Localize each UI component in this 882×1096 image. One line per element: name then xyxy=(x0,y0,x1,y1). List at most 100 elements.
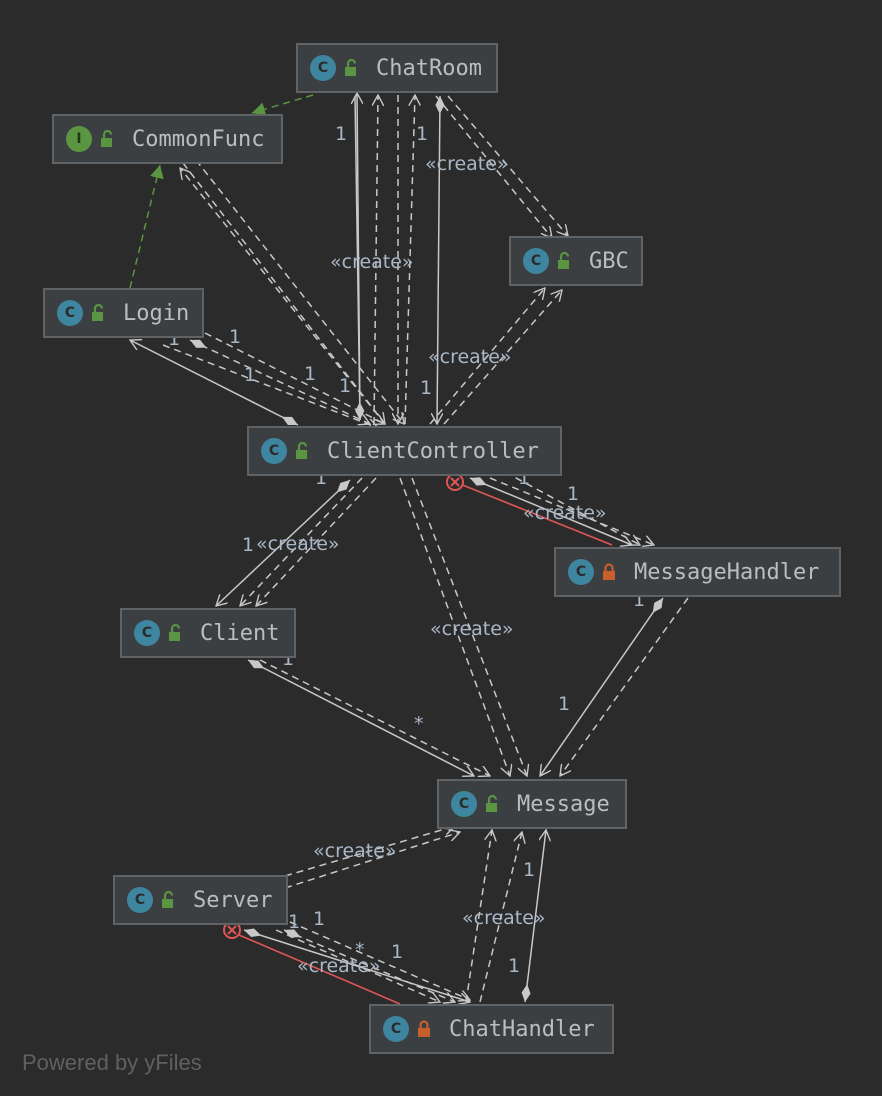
association-edge xyxy=(216,479,351,606)
multiplicity-label: 1 xyxy=(508,955,520,977)
realization-edge xyxy=(251,94,314,117)
node-name: ChatHandler xyxy=(449,1016,595,1042)
association-edge xyxy=(479,832,522,1003)
node-server[interactable]: C Server xyxy=(113,875,288,925)
association-edge xyxy=(437,95,440,424)
class-icon: C xyxy=(261,438,287,464)
multiplicity-label: 1 xyxy=(558,693,570,715)
private-lock-icon xyxy=(598,561,620,583)
node-name: Message xyxy=(517,791,610,817)
create-label: «create» xyxy=(297,955,381,977)
association-edge xyxy=(404,95,415,425)
node-gbc[interactable]: C GBC xyxy=(509,236,643,286)
multiplicity-label: 1 xyxy=(244,364,256,386)
association-edge xyxy=(504,471,640,545)
association-edge xyxy=(289,921,470,1000)
multiplicity-label: 1 xyxy=(288,911,300,933)
public-lock-icon xyxy=(87,302,109,324)
public-lock-icon xyxy=(291,440,313,462)
class-icon: C xyxy=(523,248,549,274)
multiplicity-label: 1 xyxy=(335,123,347,145)
public-lock-icon xyxy=(481,793,503,815)
public-lock-icon xyxy=(164,622,186,644)
node-name: Login xyxy=(123,300,190,326)
association-edge xyxy=(560,597,689,776)
multiplicity-label: 1 xyxy=(313,908,325,930)
multiplicity-label: 1 xyxy=(523,859,535,881)
public-lock-icon xyxy=(96,128,118,150)
create-label: «create» xyxy=(425,153,509,175)
multiplicity-label: 1 xyxy=(416,123,428,145)
node-name: Client xyxy=(200,620,280,646)
node-name: ChatRoom xyxy=(376,55,482,81)
association-edge xyxy=(130,340,299,426)
node-clientcontroller[interactable]: C ClientController xyxy=(247,426,562,476)
association-edge xyxy=(540,597,664,776)
create-label: «create» xyxy=(313,840,397,862)
multiplicity-label: 1 xyxy=(229,326,241,348)
association-edge xyxy=(443,290,562,425)
edges-layer xyxy=(129,93,689,1005)
realization-edge xyxy=(129,164,164,289)
association-edge xyxy=(284,832,460,889)
create-label: «create» xyxy=(523,502,607,524)
association-edge xyxy=(259,659,490,776)
multiplicity-label: 1 xyxy=(304,363,316,385)
association-edge xyxy=(195,159,404,424)
create-label: «create» xyxy=(462,907,546,929)
node-messagehandler[interactable]: C MessageHandler xyxy=(554,547,841,597)
node-chatroom[interactable]: C ChatRoom xyxy=(296,43,498,93)
node-chathandler[interactable]: C ChatHandler xyxy=(369,1004,614,1054)
public-lock-icon xyxy=(553,250,575,272)
association-edge xyxy=(447,95,568,236)
interface-icon: I xyxy=(66,126,92,152)
node-client[interactable]: C Client xyxy=(120,608,296,658)
association-edge xyxy=(465,830,492,1003)
node-name: GBC xyxy=(589,248,629,274)
private-lock-icon xyxy=(413,1018,435,1040)
node-commonfunc[interactable]: I CommonFunc xyxy=(52,114,283,164)
public-lock-icon xyxy=(340,57,362,79)
class-icon: C xyxy=(127,887,153,913)
node-name: CommonFunc xyxy=(132,126,265,152)
multiplicity-label: 1 xyxy=(420,377,432,399)
multiplicity-label: 1 xyxy=(242,534,254,556)
class-icon: C xyxy=(134,620,160,646)
multiplicity-label: 1 xyxy=(391,941,403,963)
class-icon: C xyxy=(383,1016,409,1042)
create-label: «create» xyxy=(428,346,512,368)
association-edge xyxy=(204,332,385,424)
association-edge xyxy=(162,344,378,428)
multiplicity-label: * xyxy=(355,939,365,961)
class-icon: C xyxy=(310,55,336,81)
public-lock-icon xyxy=(157,889,179,911)
inner-class-edge xyxy=(231,931,401,1005)
multiplicity-label: 1 xyxy=(339,375,351,397)
class-icon: C xyxy=(568,559,594,585)
footer-text: Powered by yFiles xyxy=(22,1050,202,1075)
node-name: Server xyxy=(193,887,273,913)
association-edge xyxy=(469,478,632,545)
create-label: «create» xyxy=(256,533,340,555)
association-edge xyxy=(374,95,378,425)
association-edge xyxy=(489,477,654,545)
association-edge xyxy=(411,477,527,776)
create-label: «create» xyxy=(330,251,414,273)
association-edge xyxy=(256,477,377,606)
multiplicity-label: 1 xyxy=(567,483,579,505)
association-edge xyxy=(247,659,474,776)
association-edge xyxy=(182,162,385,424)
association-edge xyxy=(435,95,552,238)
node-name: ClientController xyxy=(327,438,539,464)
association-edge xyxy=(283,929,455,1002)
create-label: «create» xyxy=(430,618,514,640)
association-edge xyxy=(240,477,363,606)
inner-class-edge xyxy=(454,481,613,546)
node-name: MessageHandler xyxy=(634,559,820,585)
association-edge xyxy=(429,288,545,425)
inner-class-icon xyxy=(446,473,464,491)
